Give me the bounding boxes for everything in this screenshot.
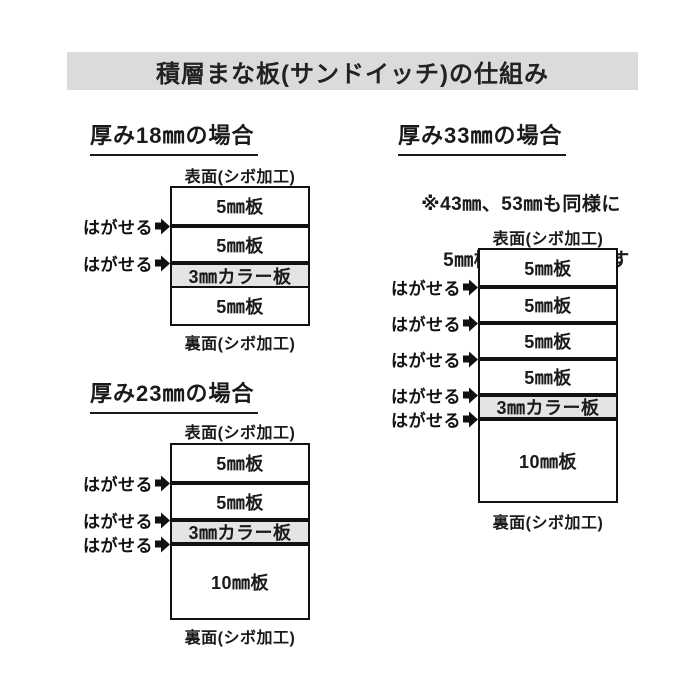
peel-label: はがせる <box>83 218 153 238</box>
peel-arrow-icon <box>463 315 478 331</box>
peel-annotation: はがせる <box>83 471 170 496</box>
peel-arrow-icon <box>155 255 170 271</box>
peel-label: はがせる <box>391 411 461 431</box>
page-title: 積層まな板(サンドイッチ)の仕組み <box>67 52 638 90</box>
peel-arrow-icon <box>463 387 478 403</box>
peel-label: はがせる <box>391 351 461 371</box>
peel-joint-line <box>172 224 308 228</box>
layer-3mm-color: 3㎜カラー板 <box>172 522 308 543</box>
peel-annotation: はがせる <box>83 251 170 276</box>
peel-arrow-icon <box>155 218 170 234</box>
diagram-33mm-front-label: 表面(シボ加工) <box>492 231 604 248</box>
layer-5mm: 5㎜板 <box>480 289 616 321</box>
diagram-18mm-back-label: 裏面(シボ加工) <box>184 336 296 353</box>
diagram-23mm-heading: 厚み23㎜の場合 <box>90 376 259 414</box>
note-line-1: ※43㎜、53㎜も同様に <box>421 194 621 215</box>
layer-5mm: 5㎜板 <box>480 250 616 285</box>
layer-5mm: 5㎜板 <box>172 485 308 518</box>
peel-joint-line <box>172 261 308 265</box>
peel-arrow-icon <box>463 279 478 295</box>
diagram-33mm-back-label: 裏面(シボ加工) <box>492 515 604 532</box>
peel-arrow-icon <box>463 411 478 427</box>
peel-joint-line <box>480 357 616 361</box>
diagram-23mm-back-label: 裏面(シボ加工) <box>184 630 296 647</box>
peel-joint-line <box>480 417 616 421</box>
layer-3mm-color: 3㎜カラー板 <box>480 397 616 418</box>
layer-5mm: 5㎜板 <box>480 361 616 393</box>
peel-joint-line <box>172 481 308 485</box>
peel-joint-line <box>480 393 616 397</box>
peel-annotation: はがせる <box>391 383 478 408</box>
peel-joint-line <box>172 542 308 546</box>
peel-label: はがせる <box>83 255 153 275</box>
diagram-18mm-heading: 厚み18㎜の場合 <box>90 118 259 156</box>
diagram-18mm-stack: 5㎜板 5㎜板 3㎜カラー板 5㎜板 <box>170 186 310 326</box>
peel-annotation: はがせる <box>391 407 478 432</box>
peel-annotation: はがせる <box>391 347 478 372</box>
peel-joint-line <box>480 321 616 325</box>
layer-10mm: 10㎜板 <box>480 421 616 501</box>
peel-arrow-icon <box>463 351 478 367</box>
peel-annotation: はがせる <box>391 275 478 300</box>
peel-annotation: はがせる <box>391 311 478 336</box>
diagram-18mm-front-label: 表面(シボ加工) <box>184 169 296 186</box>
peel-arrow-icon <box>155 475 170 491</box>
peel-label: はがせる <box>83 536 153 556</box>
peel-arrow-icon <box>155 512 170 528</box>
layer-5mm: 5㎜板 <box>172 288 308 324</box>
layer-10mm: 10㎜板 <box>172 546 308 618</box>
peel-joint-line <box>172 518 308 522</box>
peel-label: はがせる <box>391 279 461 299</box>
peel-arrow-icon <box>155 536 170 552</box>
layer-5mm: 5㎜板 <box>480 325 616 357</box>
diagram-23mm-front-label: 表面(シボ加工) <box>184 425 296 442</box>
peel-joint-line <box>480 285 616 289</box>
peel-label: はがせる <box>83 475 153 495</box>
peel-annotation: はがせる <box>83 508 170 533</box>
bond-line <box>172 286 308 288</box>
layer-5mm: 5㎜板 <box>172 445 308 481</box>
peel-annotation: はがせる <box>83 532 170 557</box>
peel-label: はがせる <box>391 387 461 407</box>
diagram-23mm-stack: 5㎜板 5㎜板 3㎜カラー板 10㎜板 <box>170 443 310 620</box>
layer-5mm: 5㎜板 <box>172 228 308 261</box>
diagram-33mm-stack: 5㎜板 5㎜板 5㎜板 5㎜板 3㎜カラー板 10㎜板 <box>478 248 618 503</box>
peel-label: はがせる <box>83 512 153 532</box>
layer-3mm-color: 3㎜カラー板 <box>172 265 308 287</box>
peel-label: はがせる <box>391 315 461 335</box>
page-title-text: 積層まな板(サンドイッチ)の仕組み <box>156 60 549 88</box>
layer-5mm: 5㎜板 <box>172 188 308 224</box>
peel-annotation: はがせる <box>83 214 170 239</box>
diagram-33mm-heading: 厚み33㎜の場合 <box>398 118 567 156</box>
